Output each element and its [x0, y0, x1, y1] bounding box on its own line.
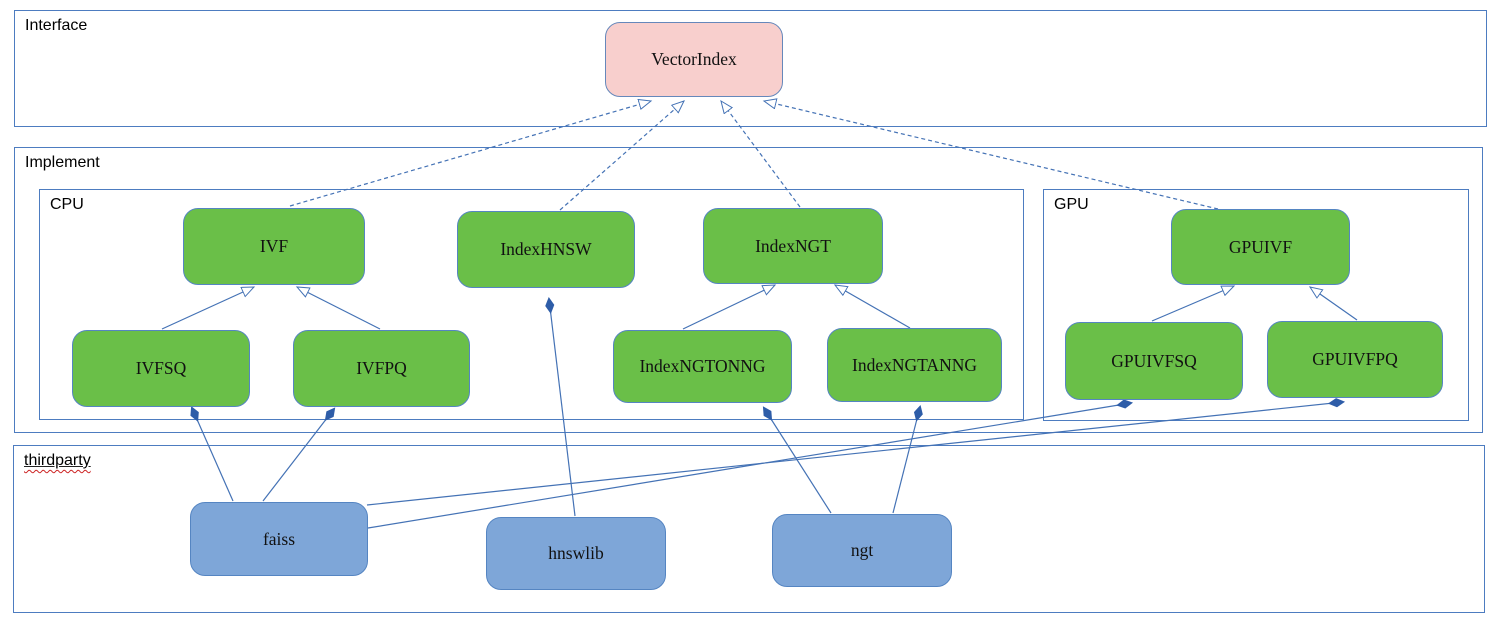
node-indexngt[interactable]: IndexNGT: [703, 208, 883, 284]
node-label-indexhnsw: IndexHNSW: [500, 239, 592, 259]
container-label-text-implement: Implement: [25, 154, 100, 171]
container-label-interface: Interface: [25, 17, 87, 35]
container-label-text-interface: Interface: [25, 17, 88, 34]
node-label-ivfsq: IVFSQ: [135, 358, 187, 378]
node-vectorindex[interactable]: VectorIndex: [605, 22, 783, 97]
node-label-hnswlib: hnswlib: [548, 543, 604, 563]
node-label-vectorindex: VectorIndex: [651, 49, 737, 69]
node-hnswlib[interactable]: hnswlib: [486, 517, 666, 590]
node-label-gpuivf: GPUIVF: [1228, 236, 1293, 257]
container-label-text-cpu: CPU: [50, 196, 84, 213]
node-ivf[interactable]: IVF: [183, 208, 365, 285]
node-gpuivfsq[interactable]: GPUIVFSQ: [1065, 322, 1243, 400]
node-label-indexngtanng: IndexNGTANNG: [852, 354, 977, 375]
node-gpuivfpq[interactable]: GPUIVFPQ: [1267, 321, 1443, 398]
node-indexngtonng[interactable]: IndexNGTONNG: [613, 330, 792, 403]
node-ngt[interactable]: ngt: [772, 514, 952, 587]
node-indexhnsw[interactable]: IndexHNSW: [457, 211, 635, 288]
node-gpuivf[interactable]: GPUIVF: [1171, 209, 1350, 285]
node-label-faiss: faiss: [262, 528, 296, 549]
container-label-gpu: GPU: [1054, 196, 1089, 214]
node-ivfpq[interactable]: IVFPQ: [293, 330, 470, 407]
container-label-text-thirdparty: thirdparty: [24, 452, 91, 469]
node-label-gpuivfsq: GPUIVFSQ: [1111, 350, 1197, 371]
node-label-gpuivfpq: GPUIVFPQ: [1312, 349, 1398, 369]
node-label-ivfpq: IVFPQ: [356, 358, 407, 378]
node-faiss[interactable]: faiss: [190, 502, 368, 576]
node-label-ngt: ngt: [850, 540, 874, 560]
container-label-text-gpu: GPU: [1054, 196, 1089, 213]
node-label-indexngt: IndexNGT: [755, 235, 831, 256]
container-label-thirdparty: thirdparty: [24, 452, 91, 470]
container-label-cpu: CPU: [50, 196, 84, 214]
node-label-indexngtonng: IndexNGTONNG: [639, 356, 766, 376]
node-ivfsq[interactable]: IVFSQ: [72, 330, 250, 407]
node-indexngtanng[interactable]: IndexNGTANNG: [827, 328, 1002, 402]
node-label-ivf: IVF: [259, 236, 289, 256]
container-label-implement: Implement: [25, 154, 100, 172]
